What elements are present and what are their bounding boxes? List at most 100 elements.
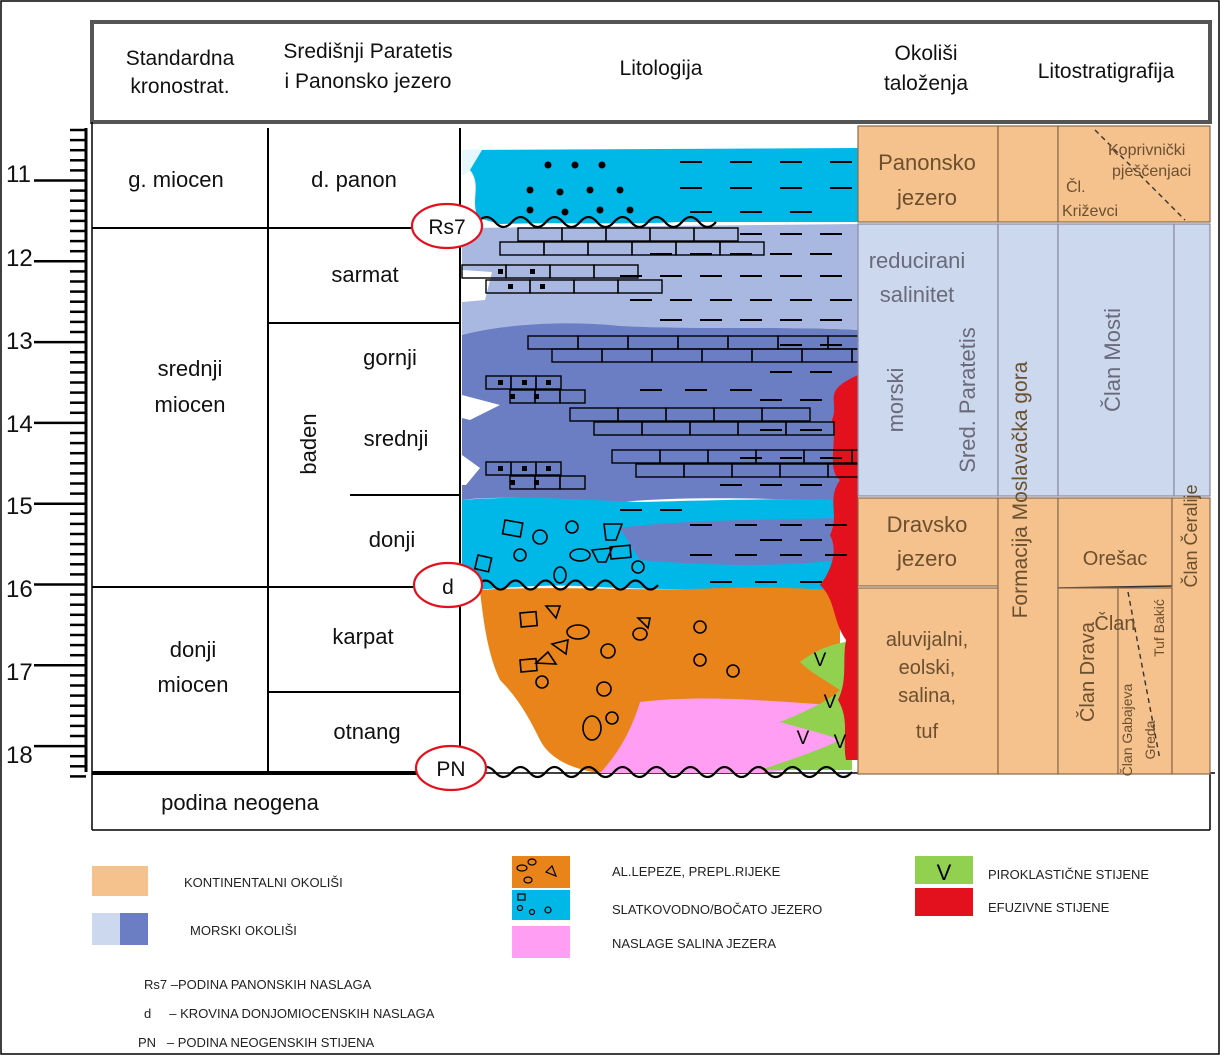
limestone-brick bbox=[535, 375, 562, 390]
legend-al-lepeze: AL.LEPEZE, PREPL.RIJEKE bbox=[612, 864, 781, 879]
legend-efuzivne: EFUZIVNE STIJENE bbox=[988, 900, 1110, 915]
lithostrat-oresac-1: Član bbox=[1094, 612, 1135, 635]
limestone-bricks bbox=[461, 227, 953, 490]
brick-dot bbox=[508, 284, 513, 289]
litho-koprivnicki-box bbox=[1057, 125, 1211, 223]
lith-symbol-v: V bbox=[797, 728, 810, 749]
env-aluvijalni: aluvijalni, bbox=[886, 629, 968, 651]
scale-label-18: 18 bbox=[6, 742, 33, 769]
clast-block bbox=[473, 554, 493, 573]
clast-pebble bbox=[631, 560, 645, 574]
clast-pebble bbox=[726, 664, 740, 678]
marker-rs7-label: Rs7 bbox=[428, 216, 465, 239]
clast-pebble bbox=[582, 715, 602, 741]
clast-pebble bbox=[693, 653, 707, 667]
env-salina: salina, bbox=[898, 685, 956, 707]
epoch-donji-2: miocen bbox=[158, 672, 229, 697]
legend-pn-note: PN – PODINA NEOGENSKIH STIJENA bbox=[138, 1035, 375, 1050]
lithostrat-tuf-bakic: Tuf Bakić bbox=[1151, 599, 1167, 657]
brick-dot bbox=[530, 269, 535, 274]
stage-sarmat: sarmat bbox=[331, 262, 398, 287]
lithostrat-koprivnicki-2: pješčenjaci bbox=[1112, 163, 1191, 180]
scale-label-12: 12 bbox=[6, 245, 33, 272]
header-box bbox=[90, 20, 1212, 124]
sand-dot bbox=[544, 161, 552, 169]
brick-dot bbox=[510, 394, 515, 399]
clast-pebble bbox=[600, 643, 616, 659]
sand-dot bbox=[596, 206, 604, 214]
epoch-gornji-miocen: g. miocen bbox=[128, 167, 223, 192]
header-litostratigrafija: Litostratigrafija bbox=[1038, 60, 1175, 83]
legend-slatkovodno: SLATKOVODNO/BOČATO JEZERO bbox=[612, 902, 822, 917]
clast-pebble bbox=[565, 520, 579, 534]
sand-dot bbox=[526, 206, 534, 214]
scale-label-14: 14 bbox=[6, 411, 33, 438]
scale-label-15: 15 bbox=[6, 493, 33, 520]
lithostrat-formacija: Formacija Moslavačka gora bbox=[1009, 361, 1032, 618]
limestone-brick bbox=[693, 227, 739, 242]
litho-salina bbox=[600, 698, 845, 773]
clast-pebble bbox=[632, 627, 648, 641]
legend-swatch-effusive bbox=[915, 888, 973, 916]
lithostrat-mosti: Član Mosti bbox=[1100, 308, 1125, 412]
legend-kontinentalni: KONTINENTALNI OKOLIŠI bbox=[184, 875, 343, 890]
marker-d: d bbox=[412, 561, 484, 609]
stage-baden: baden bbox=[296, 413, 321, 474]
litho-pyroclastic bbox=[760, 642, 852, 770]
lithostrat-gabajeva-2: Greda bbox=[1142, 720, 1158, 759]
legend-swatch-marine-light bbox=[92, 913, 120, 945]
header-paratetis-2: i Panonsko jezero bbox=[285, 70, 452, 93]
header-litologija: Litologija bbox=[620, 57, 703, 80]
limestone-brick bbox=[535, 461, 562, 476]
env-dravsko-1: Dravsko bbox=[887, 512, 968, 537]
brick-dot bbox=[534, 394, 539, 399]
stage-baden-donji: donji bbox=[369, 527, 415, 552]
stage-karpat: karpat bbox=[332, 624, 393, 649]
brick-dot bbox=[522, 380, 527, 385]
conglomerate-clasts bbox=[473, 519, 740, 741]
limestone-brick bbox=[559, 389, 586, 404]
header-okolisi-1: Okoliši bbox=[894, 42, 957, 65]
brick-dot bbox=[540, 284, 545, 289]
env-reducirani-1: reducirani bbox=[869, 248, 966, 273]
sand-dot bbox=[556, 188, 564, 196]
litho-white-gap bbox=[462, 395, 500, 420]
sand-dots bbox=[498, 161, 634, 485]
sand-dot bbox=[571, 161, 579, 169]
marker-rs7: Rs7 bbox=[410, 202, 484, 250]
legend: V KONTINENTALNI OKOLIŠI MORSKI OKOLIŠI A… bbox=[92, 856, 1149, 1050]
sand-dot bbox=[616, 186, 624, 194]
litho-panon-freshwater bbox=[462, 148, 858, 224]
epoch-srednji-2: miocen bbox=[155, 392, 226, 417]
limestone-brick bbox=[617, 279, 663, 294]
clast-pebble bbox=[532, 529, 548, 545]
lithostrat-column bbox=[997, 125, 1211, 775]
brick-dot bbox=[498, 380, 503, 385]
clast-pebble bbox=[535, 675, 549, 689]
clast-block bbox=[519, 657, 538, 673]
env-tuf: tuf bbox=[916, 721, 939, 743]
lith-symbol-v: V bbox=[824, 692, 837, 713]
header-paratetis-1: Središnji Paratetis bbox=[283, 40, 452, 63]
env-reducirani-2: salinitet bbox=[880, 282, 955, 307]
sand-dot bbox=[526, 186, 534, 194]
header-okolisi-2: taloženja bbox=[884, 72, 968, 95]
brick-dot bbox=[498, 466, 503, 471]
clast-angular bbox=[534, 650, 558, 665]
clast-pebble bbox=[513, 548, 527, 562]
age-scale: 11 12 13 14 15 16 17 18 bbox=[6, 128, 88, 778]
clast-angular bbox=[603, 523, 624, 541]
brick-dot bbox=[534, 480, 539, 485]
sand-dot bbox=[561, 208, 569, 216]
sand-dot bbox=[626, 206, 634, 214]
env-eolski: eolski, bbox=[899, 657, 956, 679]
limestone-brick bbox=[593, 264, 639, 279]
lithostrat-drava: Član Drava bbox=[1076, 621, 1099, 722]
scale-label-17: 17 bbox=[6, 659, 33, 686]
clast-angular bbox=[550, 638, 569, 656]
env-dravsko-2: jezero bbox=[896, 546, 957, 571]
env-panonsko bbox=[857, 125, 999, 223]
clast-pebble bbox=[596, 681, 612, 697]
marker-pn: PN bbox=[414, 744, 488, 792]
